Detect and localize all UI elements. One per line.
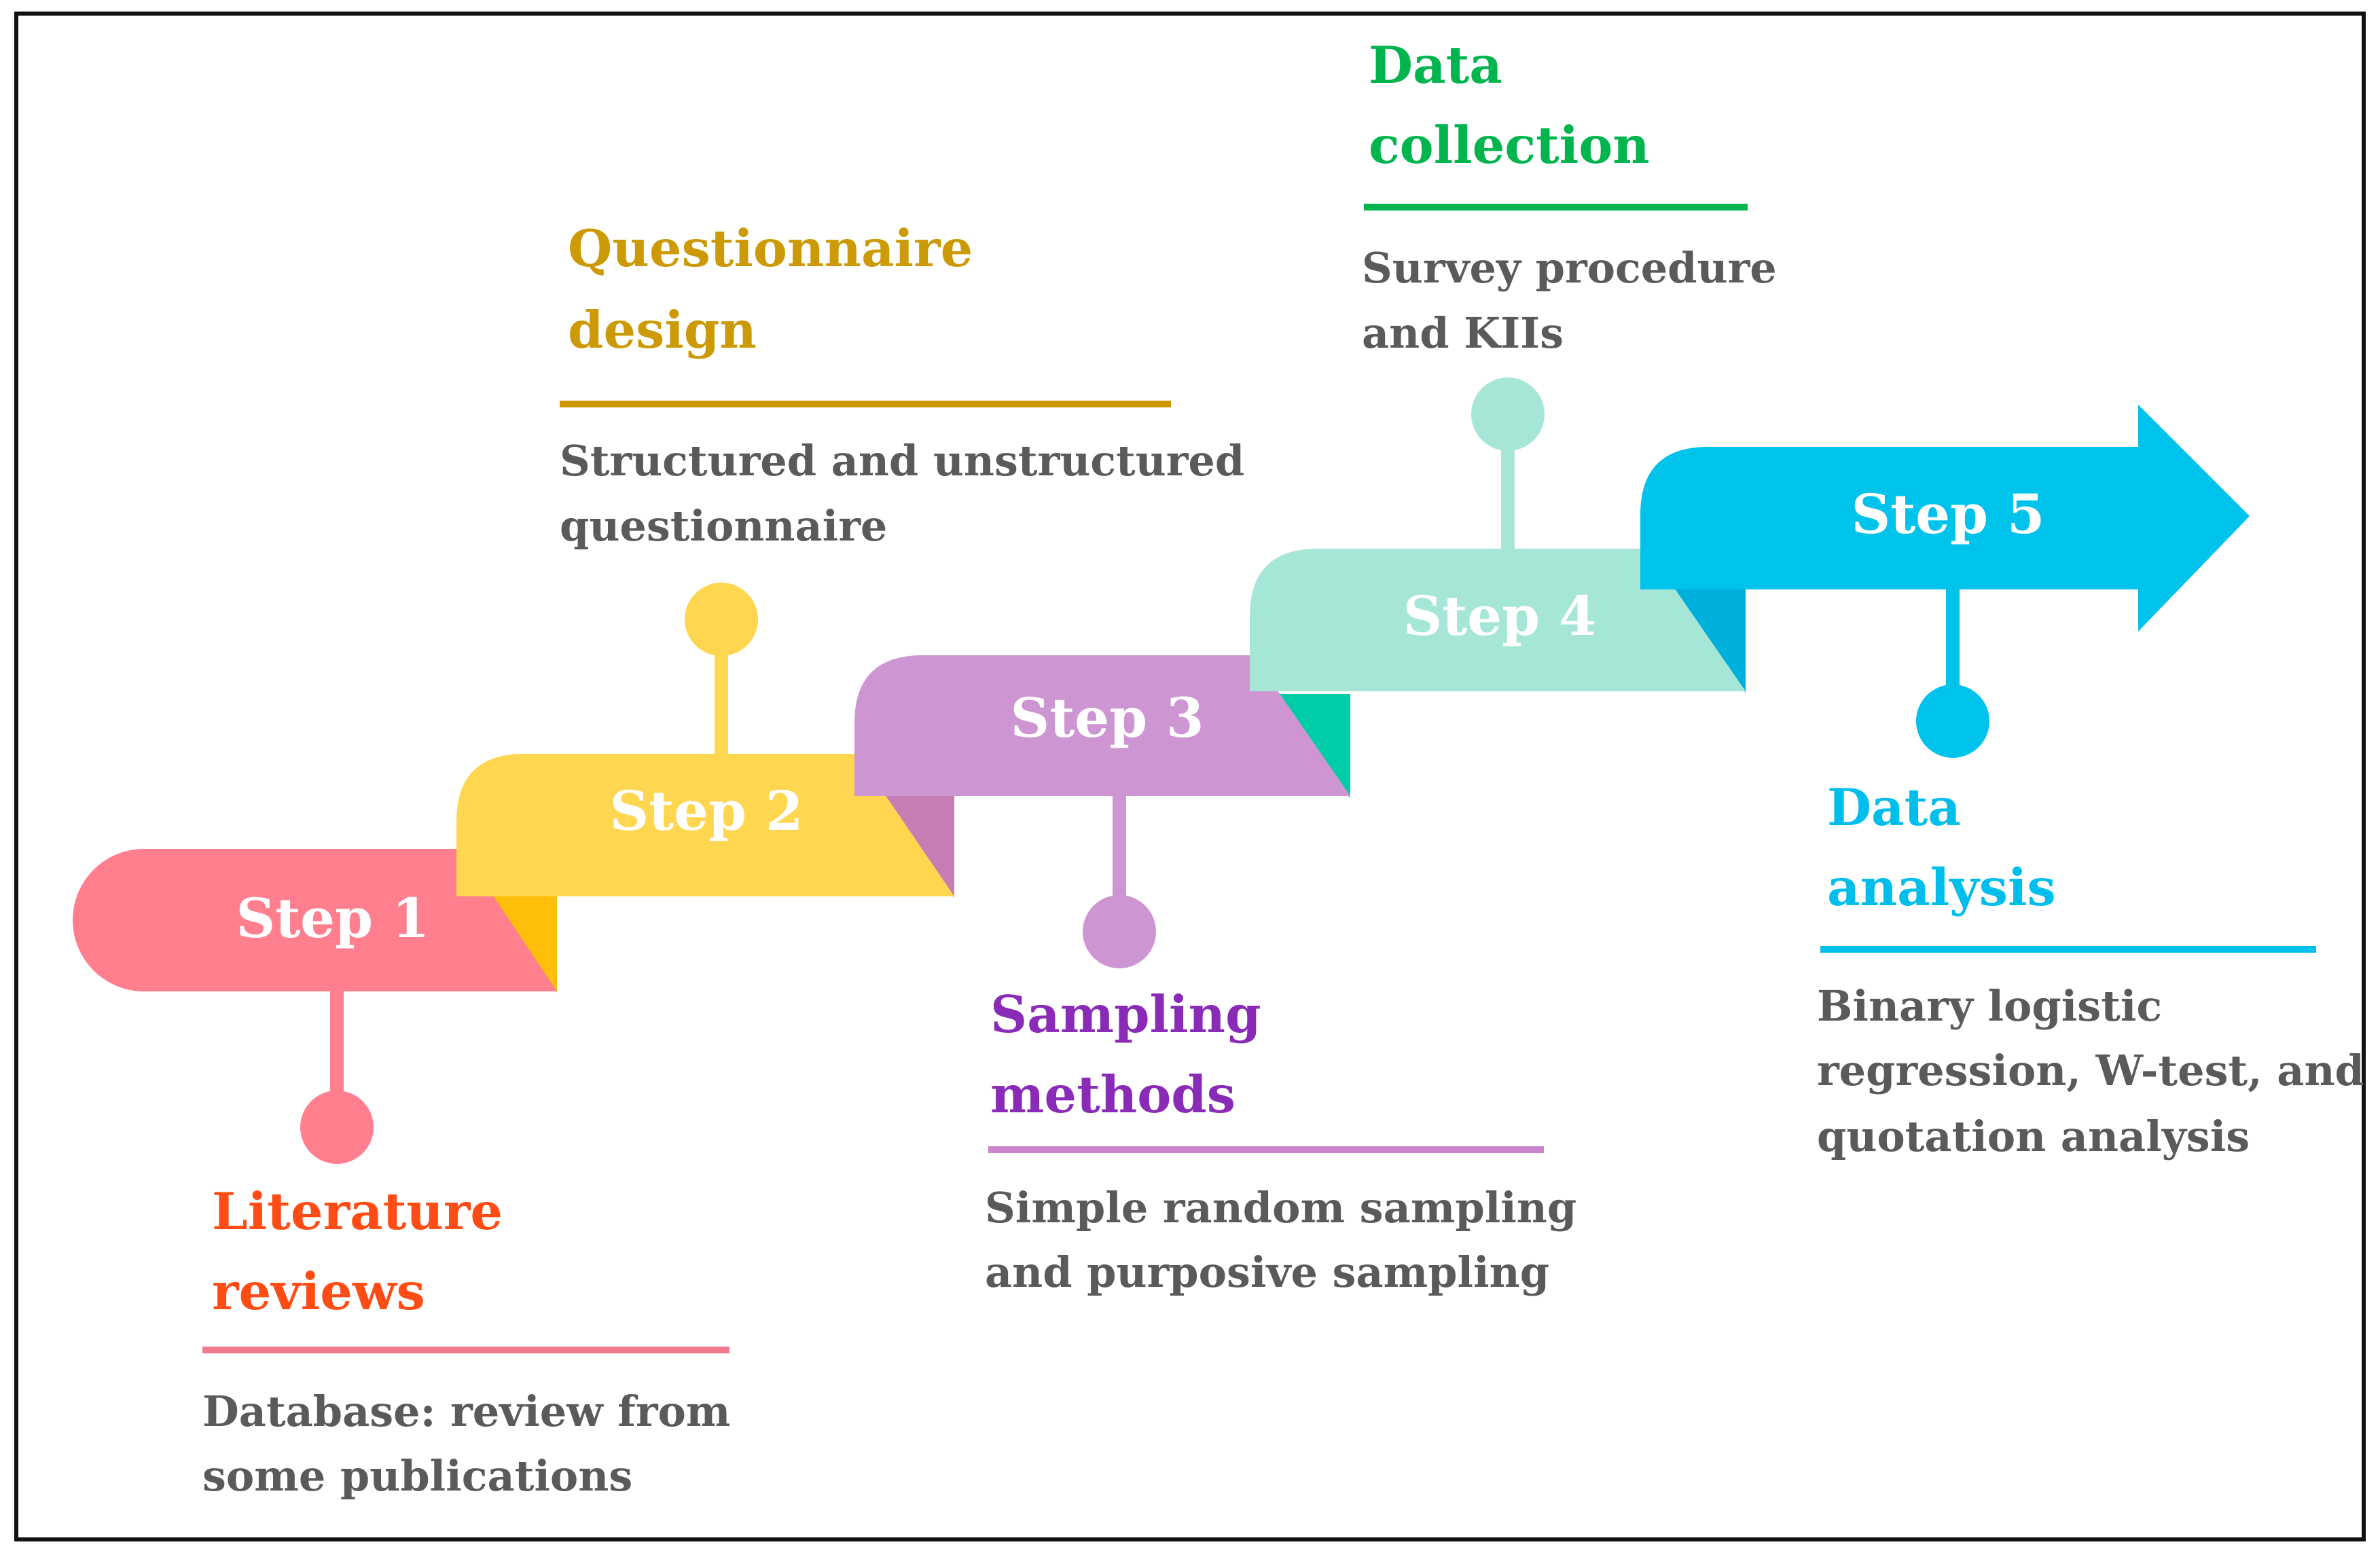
step-2-title-line-2: design [568,300,757,360]
step-1-label: Step 1 [236,886,429,950]
step-3-group: Step 3 Sampling methods Simple random sa… [854,655,1576,1297]
step-5-rule [1820,946,2316,953]
step-5-label: Step 5 [1851,482,2044,546]
step-2-desc-line-2: questionnaire [560,501,887,551]
step-4-desc-line-2: and KIIs [1362,308,1564,358]
step-2-desc-line-1: Structured and unstructured [560,436,1244,486]
step-5-title-line-2: analysis [1827,858,2056,917]
step-1-band [73,849,557,991]
step-1-desc-line-1: Database: review from [202,1387,730,1436]
step-1-title-line-2: reviews [212,1262,425,1321]
step-4-title-line-1: Data [1369,35,1502,95]
step-1-title-line-1: Literature [212,1182,503,1241]
step-2-rule [560,401,1171,407]
step-5-desc-line-3: quotation analysis [1817,1112,2250,1161]
step-4-band [1250,549,1746,691]
step-2-label: Step 2 [609,779,803,843]
step-3-title-line-1: Sampling [990,985,1261,1044]
step-4-dot [1471,378,1545,451]
step-1-group: Step 1 Literature reviews Database: revi… [73,849,730,1501]
step-4-title-line-2: collection [1369,115,1650,175]
step-2-band [456,754,954,896]
step-3-rule [988,1146,1544,1153]
step-3-dot [1083,895,1156,968]
step-5-title-line-1: Data [1827,778,1961,837]
step-1-rule [202,1347,729,1353]
step-5-desc-line-2: regression, W-test, and [1817,1046,2364,1095]
step-1-dot [300,1091,374,1164]
step-5-arrow [1640,405,2250,632]
step-3-title-line-2: methods [990,1065,1236,1125]
step-4-rule [1364,204,1748,211]
step-4-desc-line-1: Survey procedure [1362,243,1777,293]
step-5-desc-line-1: Binary logistic [1817,981,2162,1031]
step-1-desc-line-2: some publications [202,1451,632,1501]
step-2-dot [685,583,758,656]
step-4-group: Step 4 Data collection Survey procedure … [1250,35,1777,693]
step-2-title-line-1: Questionnaire [568,219,973,278]
step-3-desc-line-2: and purposive sampling [985,1247,1549,1297]
step-3-band [854,655,1350,796]
step-2-group: Step 2 Questionnaire design Structured a… [456,219,1244,898]
step-5-dot [1916,684,1989,758]
step-3-label: Step 3 [1010,686,1204,750]
step-3-desc-line-1: Simple random sampling [985,1183,1576,1232]
step-5-group: Step 5 Data analysis Binary logistic reg… [1640,405,2364,1161]
step-4-label: Step 4 [1403,584,1596,648]
